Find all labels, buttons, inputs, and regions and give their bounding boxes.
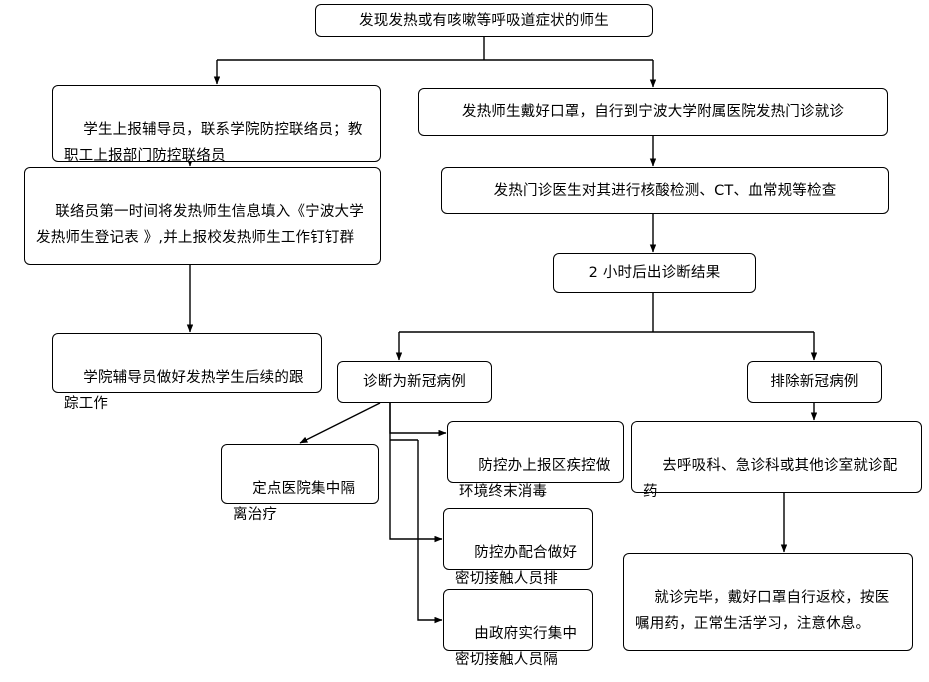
node-other-department-label: 去呼吸科、急诊科或其他诊室就诊配药: [643, 458, 898, 500]
node-excluded-case[interactable]: 排除新冠病例: [747, 361, 882, 403]
node-start-label: 发现发热或有咳嗽等呼吸道症状的师生: [359, 12, 609, 29]
node-go-fever-clinic-label: 发热师生戴好口罩，自行到宁波大学附属医院发热门诊就诊: [461, 104, 845, 120]
node-report-cdc-disinfect-label: 防控办上报区疾控做环境终末消毒: [459, 458, 611, 500]
node-close-contact-screening[interactable]: 防控办配合做好密切接触人员排: [443, 508, 593, 587]
node-report-to-counselor[interactable]: 学生上报辅导员，联系学院防控联络员；教职工上报部门防控联络员: [52, 85, 381, 164]
node-register-info[interactable]: 联络员第一时间将发热师生信息填入《宁波大学发热师生登记表 》,并上报校发热师生工…: [24, 167, 381, 265]
node-close-contact-screening-label: 防控办配合做好密切接触人员排: [455, 545, 578, 587]
node-diagnosis-result[interactable]: 2 小时后出诊断结果: [553, 253, 756, 293]
node-return-to-school-label: 就诊完毕，戴好口罩自行返校，按医嘱用药，正常生活学习，注意休息。: [635, 590, 890, 632]
node-excluded-case-label: 排除新冠病例: [770, 374, 859, 390]
node-start[interactable]: 发现发热或有咳嗽等呼吸道症状的师生: [315, 4, 653, 37]
node-confirmed-case[interactable]: 诊断为新冠病例: [337, 361, 492, 403]
node-go-fever-clinic[interactable]: 发热师生戴好口罩，自行到宁波大学附属医院发热门诊就诊: [418, 88, 888, 136]
node-diagnosis-result-label: 2 小时后出诊断结果: [588, 265, 721, 281]
node-medical-exam-label: 发热门诊医生对其进行核酸检测、CT、血常规等检查: [493, 182, 837, 199]
node-medical-exam[interactable]: 发热门诊医生对其进行核酸检测、CT、血常规等检查: [441, 167, 889, 214]
node-other-department[interactable]: 去呼吸科、急诊科或其他诊室就诊配药: [631, 421, 922, 500]
node-designated-hospital[interactable]: 定点医院集中隔离治疗: [221, 444, 379, 523]
node-government-isolation[interactable]: 由政府实行集中密切接触人员隔: [443, 589, 593, 668]
node-return-to-school[interactable]: 就诊完毕，戴好口罩自行返校，按医嘱用药，正常生活学习，注意休息。: [623, 553, 913, 651]
node-government-isolation-label: 由政府实行集中密切接触人员隔: [455, 626, 578, 668]
node-register-info-label: 联络员第一时间将发热师生信息填入《宁波大学发热师生登记表 》,并上报校发热师生工…: [36, 204, 364, 246]
node-confirmed-case-label: 诊断为新冠病例: [363, 374, 466, 390]
node-report-to-counselor-label: 学生上报辅导员，联系学院防控联络员；教职工上报部门防控联络员: [64, 122, 363, 164]
node-designated-hospital-label: 定点医院集中隔离治疗: [233, 481, 356, 523]
node-counselor-followup[interactable]: 学院辅导员做好发热学生后续的跟踪工作: [52, 333, 322, 412]
node-counselor-followup-label: 学院辅导员做好发热学生后续的跟踪工作: [64, 370, 304, 412]
node-report-cdc-disinfect[interactable]: 防控办上报区疾控做环境终末消毒: [447, 421, 624, 500]
